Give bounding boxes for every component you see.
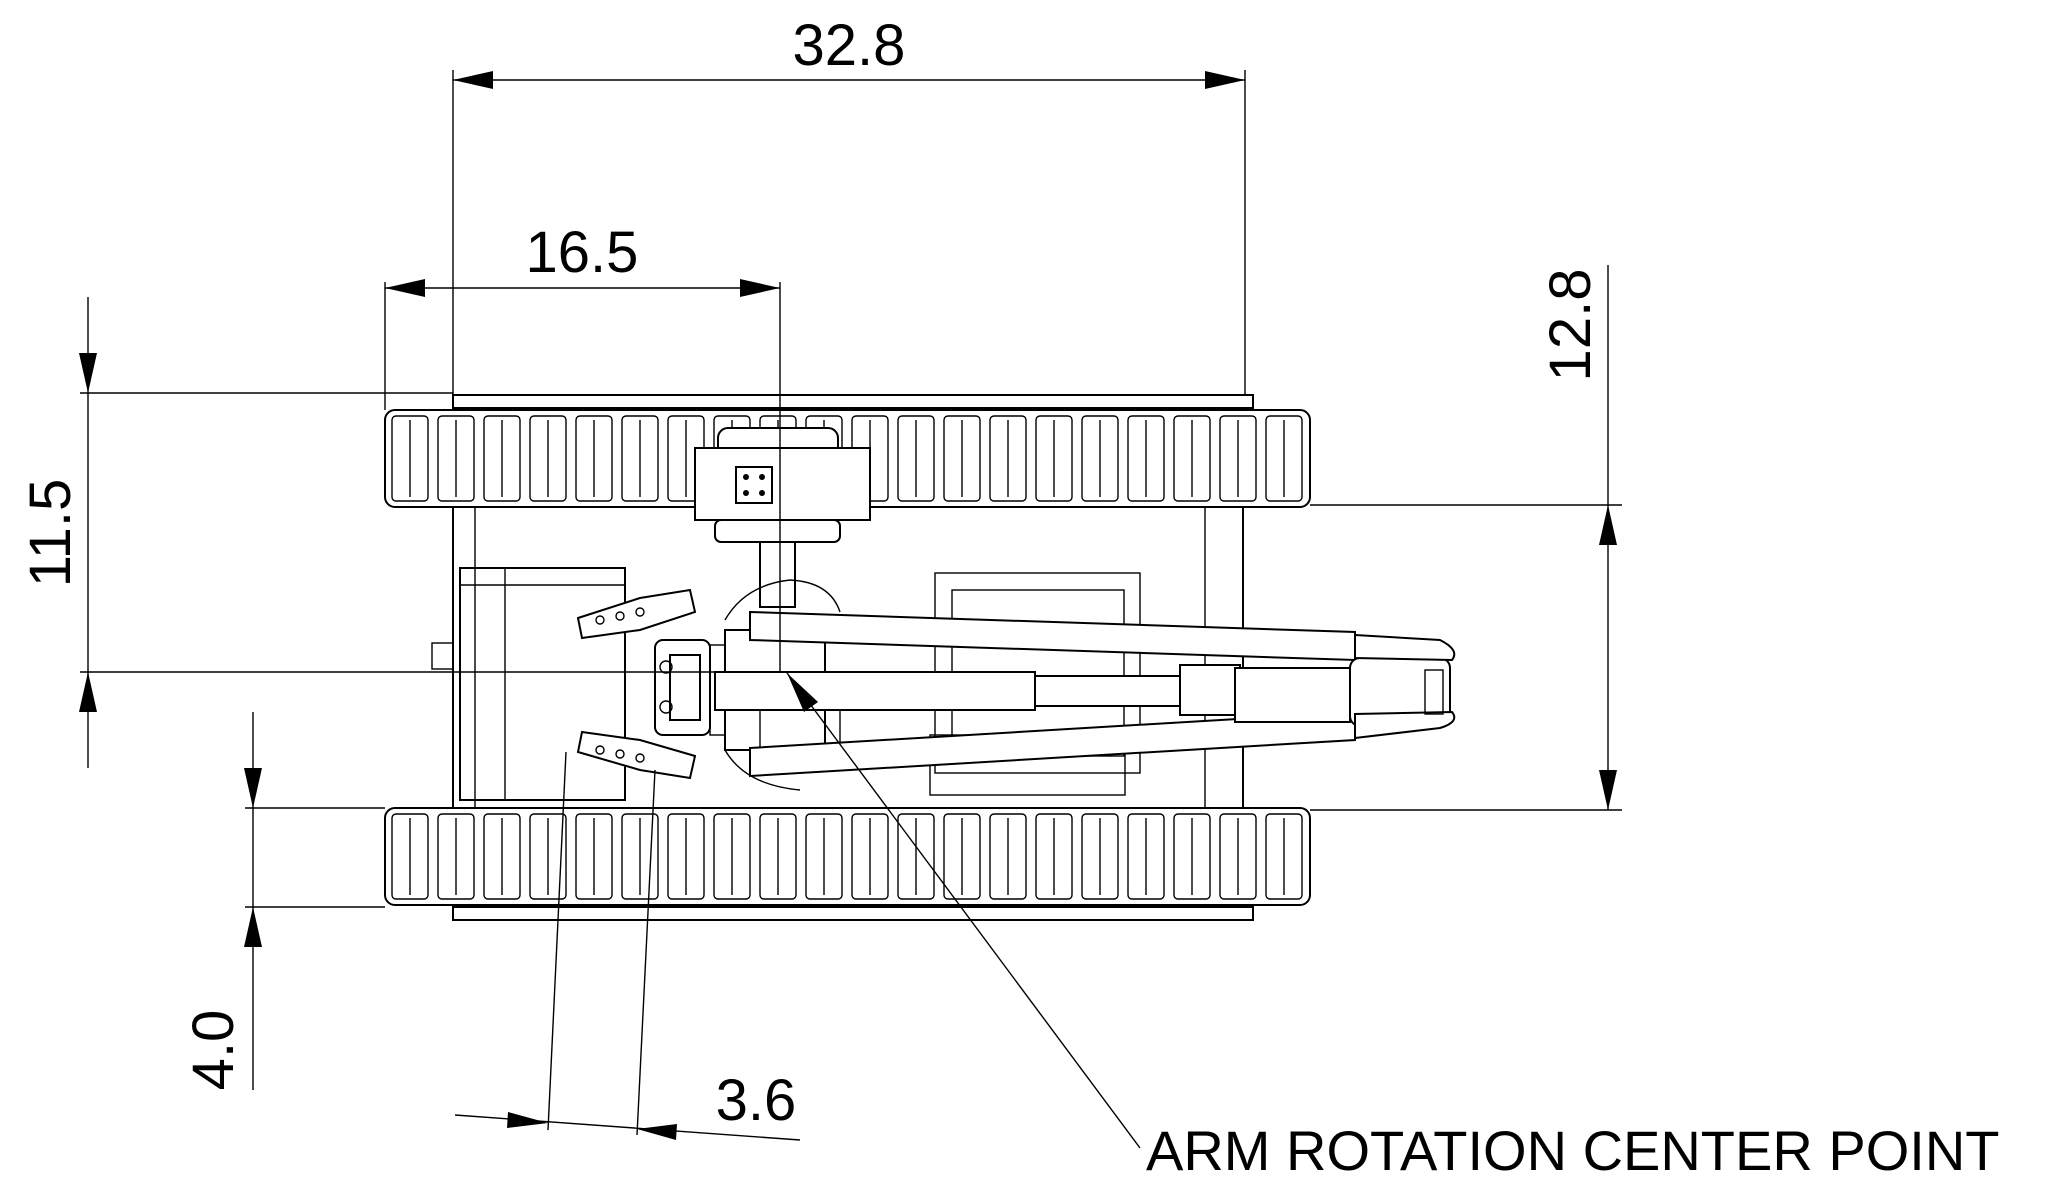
track-tread-segment	[1035, 415, 1073, 502]
track-tread-segment	[437, 813, 475, 900]
arm-rotation-callout: ARM ROTATION CENTER POINT	[786, 672, 1999, 1177]
track-tread-segment	[667, 813, 705, 900]
track-tread-segment	[989, 813, 1027, 900]
track-tread-segment	[621, 813, 659, 900]
track-tread-segment	[1081, 813, 1119, 900]
track-tread-segment	[759, 813, 797, 900]
track-tread-segment	[1127, 415, 1165, 502]
gripper	[576, 588, 756, 780]
track-tread-segment	[1127, 813, 1165, 900]
track-tread-segment	[1219, 415, 1257, 502]
track-tread-segment	[391, 813, 429, 900]
dimension-overall-length: 32.8	[452, 13, 1246, 395]
track-tread-segment	[1265, 813, 1303, 900]
dimension-inner-height: 12.8	[1310, 265, 1622, 811]
dim-label-11-5: 11.5	[18, 479, 83, 588]
track-tread-segment	[897, 415, 935, 502]
track-tread-segment	[575, 415, 613, 502]
track-tread-segment	[529, 813, 567, 900]
front-bumper	[459, 567, 626, 801]
bottom-track	[384, 807, 1311, 906]
dim-label-16-5: 16.5	[526, 220, 639, 285]
track-tread-segment	[851, 813, 889, 900]
callout-label: ARM ROTATION CENTER POINT	[1146, 1119, 1999, 1177]
track-tread-segment	[713, 813, 751, 900]
track-tread-segment	[391, 415, 429, 502]
track-tread-segment	[437, 415, 475, 502]
track-tread-segment	[483, 813, 521, 900]
track-tread-segment	[943, 415, 981, 502]
track-tread-segment	[575, 813, 613, 900]
track-tread-segment	[1035, 813, 1073, 900]
dim-label-12-8: 12.8	[1538, 269, 1603, 382]
chassis	[431, 394, 1254, 921]
track-tread-segment	[529, 415, 567, 502]
track-tread-segment	[1173, 813, 1211, 900]
dim-label-3-6: 3.6	[716, 1068, 797, 1133]
track-tread-segment	[483, 415, 521, 502]
track-tread-segment	[805, 813, 843, 900]
track-tread-segment	[1081, 415, 1119, 502]
arm	[714, 610, 1456, 778]
dimension-arm-offset: 16.5	[384, 220, 781, 672]
track-tread-segment	[943, 813, 981, 900]
track-tread-segment	[897, 813, 935, 900]
dimension-center-to-top: 11.5	[18, 297, 725, 768]
track-tread-segment	[1219, 813, 1257, 900]
track-tread-segment	[621, 415, 659, 502]
track-tread-segment	[1173, 415, 1211, 502]
dimension-small-offset: 3.6	[454, 751, 801, 1141]
dimension-track-width: 4.0	[181, 712, 385, 1090]
camera-head	[694, 427, 871, 608]
dim-label-32-8: 32.8	[793, 13, 906, 78]
track-tread-segment	[989, 415, 1027, 502]
dim-label-4-0: 4.0	[181, 1010, 246, 1091]
track-tread-segment	[1265, 415, 1303, 502]
